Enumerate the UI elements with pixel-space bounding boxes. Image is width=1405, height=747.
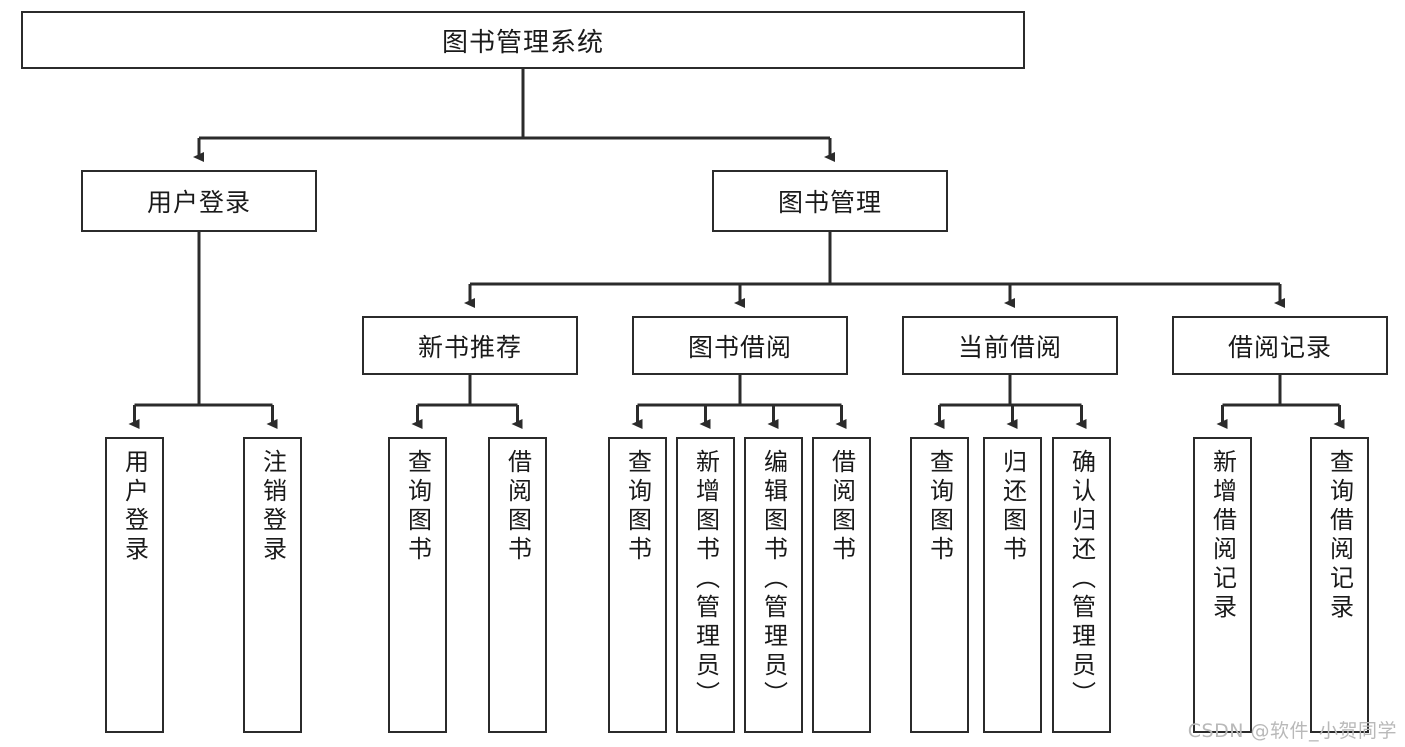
node-l2-2[interactable]: 图书管理	[712, 170, 948, 232]
node-label: 借阅图书	[503, 449, 532, 565]
node-leaf-6[interactable]: 新增图书（管理员）	[676, 437, 735, 733]
node-label: 图书借阅	[687, 332, 792, 362]
node-label: 图书管理	[777, 188, 882, 217]
node-label: 当前借阅	[957, 332, 1062, 362]
node-label: 新书推荐	[417, 332, 522, 362]
node-label: 新增图书（管理员）	[691, 449, 720, 710]
node-label: 查询图书	[623, 449, 652, 565]
node-label: 归还图书	[998, 449, 1027, 565]
node-label: 借阅记录	[1227, 332, 1332, 362]
node-leaf-10[interactable]: 归还图书	[983, 437, 1042, 733]
node-leaf-1[interactable]: 用户登录	[105, 437, 164, 733]
node-label: 查询图书	[925, 449, 954, 565]
node-leaf-5[interactable]: 查询图书	[608, 437, 667, 733]
node-label: 查询借阅记录	[1325, 449, 1354, 623]
node-label: 用户登录	[120, 449, 149, 565]
node-l3-2[interactable]: 图书借阅	[632, 316, 848, 375]
node-label: 用户登录	[146, 188, 251, 217]
node-leaf-9[interactable]: 查询图书	[910, 437, 969, 733]
node-l2-1[interactable]: 用户登录	[81, 170, 317, 232]
node-leaf-3[interactable]: 查询图书	[388, 437, 447, 733]
node-label: 编辑图书（管理员）	[759, 449, 788, 710]
node-label: 注销登录	[258, 449, 287, 565]
node-label: 查询图书	[403, 449, 432, 565]
watermark-label: CSDN @软件_小贺同学	[1187, 720, 1397, 742]
node-l3-3[interactable]: 当前借阅	[902, 316, 1118, 375]
node-leaf-8[interactable]: 借阅图书	[812, 437, 871, 733]
node-label: 借阅图书	[827, 449, 856, 565]
node-leaf-7[interactable]: 编辑图书（管理员）	[744, 437, 803, 733]
node-l3-1[interactable]: 新书推荐	[362, 316, 578, 375]
node-leaf-12[interactable]: 新增借阅记录	[1193, 437, 1252, 733]
node-l3-4[interactable]: 借阅记录	[1172, 316, 1388, 375]
node-leaf-13[interactable]: 查询借阅记录	[1310, 437, 1369, 733]
node-label: 新增借阅记录	[1208, 449, 1237, 623]
node-root[interactable]: 图书管理系统	[21, 11, 1025, 69]
node-label: 确认归还（管理员）	[1067, 449, 1096, 710]
node-leaf-11[interactable]: 确认归还（管理员）	[1052, 437, 1111, 733]
node-leaf-2[interactable]: 注销登录	[243, 437, 302, 733]
node-leaf-4[interactable]: 借阅图书	[488, 437, 547, 733]
node-label: 图书管理系统	[441, 27, 604, 58]
